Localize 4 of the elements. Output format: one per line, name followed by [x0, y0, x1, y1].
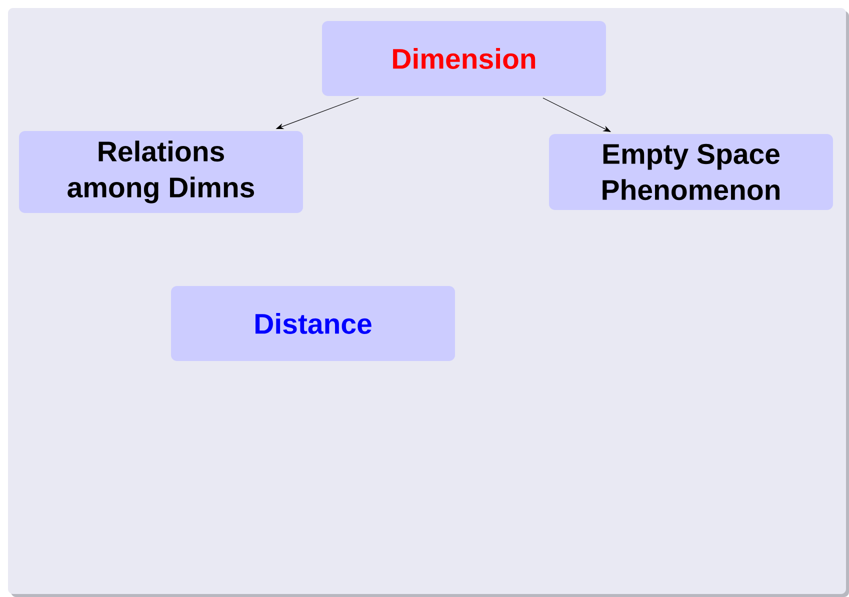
process-box: Dimension: [322, 21, 606, 96]
process-box: Distance: [171, 286, 455, 361]
process-box: Relations among Dimns: [19, 131, 303, 213]
process-box: Empty Space Phenomenon: [549, 134, 833, 210]
